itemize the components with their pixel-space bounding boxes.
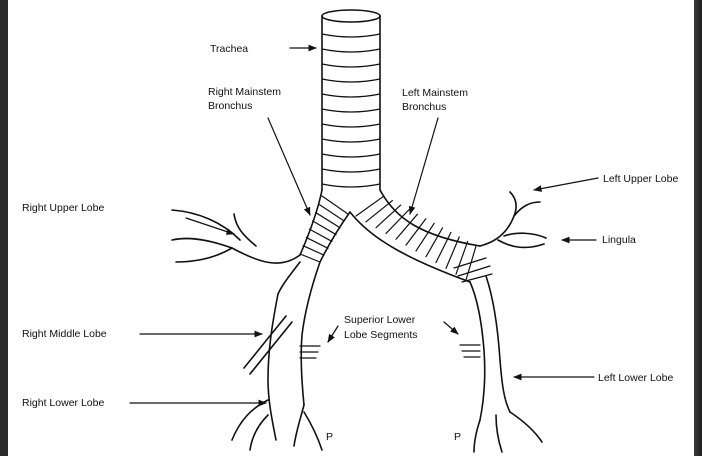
trachea-ring [322,124,380,127]
left-bronchus-ring [366,201,392,222]
left-bronchus-ring [446,237,459,268]
superior-lower-label-line2: Lobe Segments [344,329,418,341]
right-bronchus-ring [300,254,320,262]
left-branches [454,192,546,452]
right-mainstem-shape [300,190,350,262]
right-mainstem-label-line1: Right Mainstem [208,86,281,98]
lingula-label: Lingula [602,234,636,246]
trachea-ring [322,64,380,67]
left-mainstem-shape [350,190,480,282]
left-mainstem-label-line1: Left Mainstem [402,87,468,99]
posterior-marker-left: P [326,431,333,443]
trachea-ring [322,109,380,112]
left-bronchus-ring [376,205,401,228]
right-mainstem-label-line2: Bronchus [208,100,252,112]
right-bronchus-ring [319,204,344,221]
trachea-shape [322,10,380,190]
right-bronchus-ring [322,196,348,214]
trachea-ring [322,154,380,157]
trachea-ring [322,34,380,37]
trachea-ring [322,49,380,52]
left-bronchus-ring [396,214,417,239]
right-bronchus-ring [306,237,328,248]
superior-lower-label-line1: Superior Lower [344,314,416,326]
trachea-ring [322,169,380,172]
left-bronchus-ring [356,196,384,216]
right-branches [172,210,322,450]
left-lower-lobe-label: Left Lower Lobe [598,372,673,384]
right-lower-lobe-label: Right Lower Lobe [22,397,104,409]
right-bronchus-ring [303,246,324,255]
label-arrows [130,48,598,403]
right-bronchus-ring [309,229,332,241]
right-middle-lobe-label: Right Middle Lobe [22,328,107,340]
trachea-ring [322,94,380,97]
left-bronchus-ring [456,241,468,274]
left-upper-lobe-label: Left Upper Lobe [603,173,678,185]
trachea-ring [322,139,380,142]
right-upper-lobe-label: Right Upper Lobe [22,202,104,214]
trachea-ring [322,184,380,187]
trachea-label: Trachea [210,43,248,55]
left-mainstem-label-line2: Bronchus [402,101,446,113]
trachea-ring [322,79,380,82]
posterior-marker-right: P [454,431,461,443]
